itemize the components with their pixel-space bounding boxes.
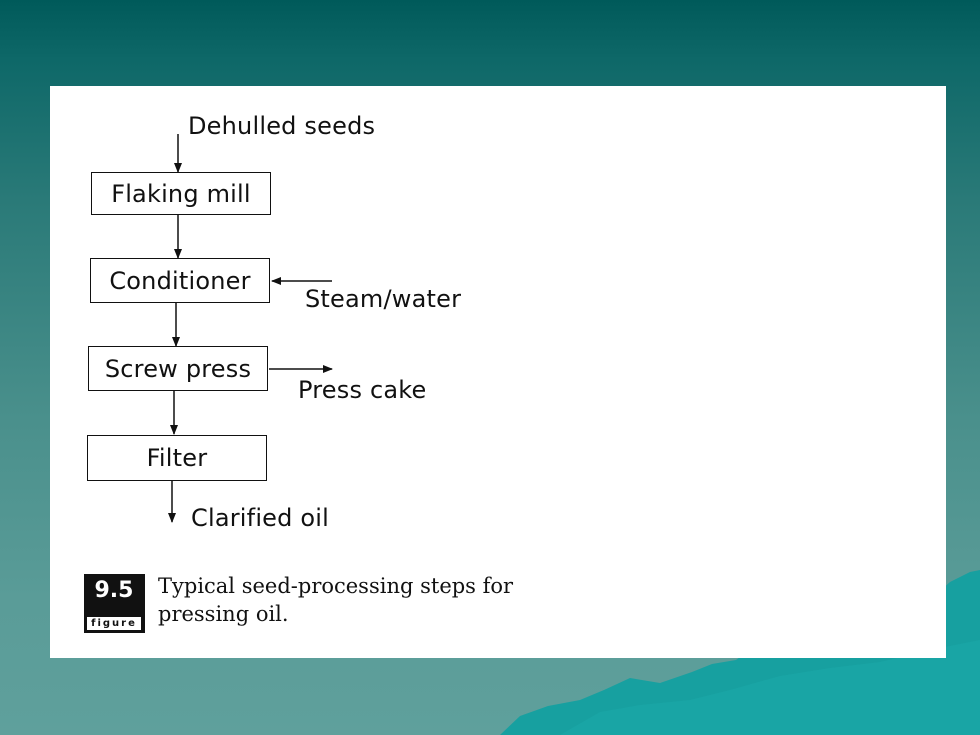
figure-caption: Typical seed-processing steps for pressi… <box>158 574 514 626</box>
figure-number-badge: 9.5 figure <box>84 574 145 633</box>
side-output-label: Press cake <box>298 376 427 404</box>
flowchart-connectors <box>168 134 333 523</box>
step-label: Flaking mill <box>111 179 251 208</box>
side-input-label: Steam/water <box>305 285 462 313</box>
step-box-conditioner: Conditioner <box>90 258 270 303</box>
input-label: Dehulled seeds <box>188 112 376 140</box>
figure-number: 9.5 <box>94 578 134 603</box>
step-label: Filter <box>146 444 208 472</box>
step-box-flaking-mill: Flaking mill <box>91 172 271 215</box>
step-box-screw-press: Screw press <box>88 346 268 391</box>
step-label: Screw press <box>104 354 252 383</box>
slide-panel: Dehulled seeds Flaking mill Conditioner … <box>50 86 946 658</box>
output-label: Clarified oil <box>191 504 330 532</box>
figure-word: figure <box>87 617 141 630</box>
step-label: Conditioner <box>109 266 251 295</box>
step-box-filter: Filter <box>87 435 267 481</box>
